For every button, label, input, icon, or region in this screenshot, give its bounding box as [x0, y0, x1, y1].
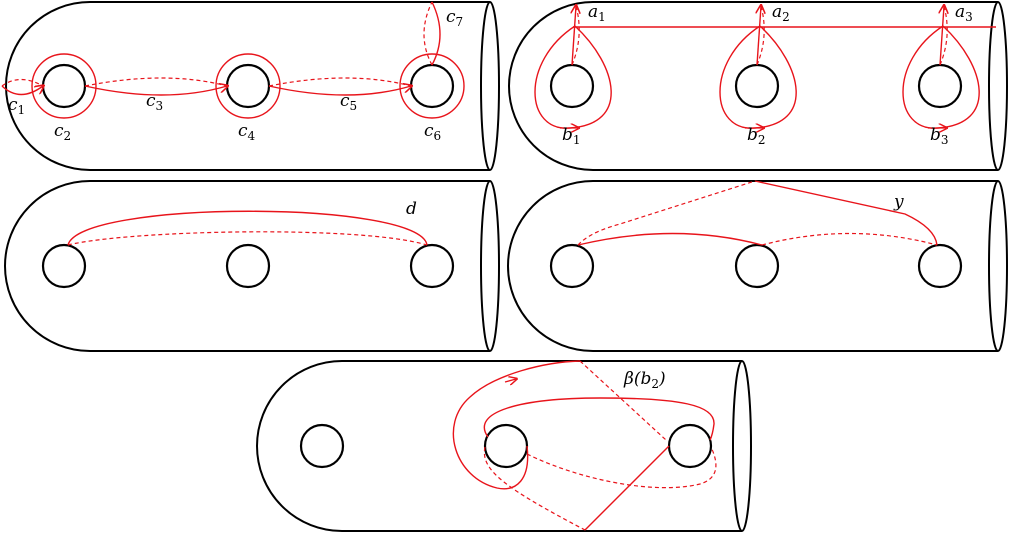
curve-beta-arrow	[504, 379, 516, 382]
curve-c7-solid	[431, 1, 441, 66]
panel-4-hole-1	[549, 243, 595, 289]
panel-1-outline	[5, 1, 490, 171]
curve-c2	[31, 53, 97, 119]
curve-beta-outer-loop	[452, 360, 581, 490]
label-b3: b3	[930, 125, 949, 147]
curve-c3-dashed	[84, 77, 228, 87]
label-c6: c6	[424, 121, 441, 143]
panel-5-boundary-ellipse	[732, 360, 752, 532]
label-beta-b2: β(b2)	[623, 369, 666, 391]
panel-1-hole-3	[409, 63, 455, 109]
label-d: d	[406, 199, 417, 219]
label-y: y	[893, 192, 904, 212]
curve-a2-dashed	[756, 5, 765, 66]
label-a2: a2	[772, 2, 790, 24]
panel-1-hole-2	[225, 63, 271, 109]
label-a3: a3	[955, 2, 973, 24]
label-c3: c3	[146, 91, 163, 113]
panel-4-surface: y	[507, 180, 1008, 352]
curve-c4	[215, 53, 281, 119]
panel-3-boundary-ellipse	[480, 180, 500, 352]
panel-3-outline	[4, 180, 490, 352]
panel-4-outline	[507, 180, 998, 352]
curve-c5-dashed	[268, 77, 412, 87]
panel-3-hole-2	[225, 243, 271, 289]
panel-1-surface: c1 c2 c3 c4 c5 c6 c7	[1, 1, 500, 171]
curve-beta-inner-loop	[483, 397, 715, 441]
label-c5: c5	[340, 91, 357, 113]
panel-2-boundary-ellipse	[988, 1, 1008, 171]
curve-c1-dashed	[1, 78, 44, 87]
curve-y-dashed-left	[577, 180, 756, 246]
curve-beta-diagonal-solid	[584, 445, 670, 531]
curve-c6	[399, 53, 465, 119]
label-c2: c2	[54, 121, 71, 143]
panel-1-boundary-ellipse	[480, 1, 500, 171]
panel-2-hole-2	[734, 63, 780, 109]
panel-4-boundary-ellipse	[988, 180, 1008, 352]
curve-c7-dashed	[423, 1, 433, 66]
curve-beta-dashed-bottom	[483, 446, 586, 531]
panel-5-outline	[256, 360, 742, 532]
panel-5-hole-1	[299, 423, 345, 469]
panel-3-hole-1	[41, 243, 87, 289]
panel-2-hole-3	[917, 63, 963, 109]
curve-beta-dashed-lower	[526, 446, 717, 489]
panel-5-hole-2	[483, 423, 529, 469]
curve-a1-dashed	[571, 5, 580, 66]
curve-beta-dashed-top	[579, 360, 667, 441]
panel-4-hole-3	[917, 243, 963, 289]
curve-y-solid-arc	[577, 232, 763, 246]
curve-c5-solid	[268, 86, 411, 96]
panel-2-surface: a1 a2 a3 b1 b2 b3	[508, 1, 1008, 171]
panel-4-hole-2	[734, 243, 780, 289]
label-a1: a1	[588, 2, 606, 24]
curve-a2-solid	[757, 6, 761, 66]
label-b2: b2	[747, 125, 766, 147]
curve-y-solid-right	[754, 180, 938, 246]
panel-2-outline	[508, 1, 998, 171]
curve-a3-dashed	[939, 5, 948, 66]
label-b1: b1	[562, 125, 581, 147]
curve-d-solid	[67, 210, 428, 246]
curve-d-dashed	[67, 231, 428, 246]
label-c7: c7	[446, 7, 463, 29]
panel-3-hole-3	[409, 243, 455, 289]
curve-c1-solid	[1, 86, 43, 96]
label-c4: c4	[238, 121, 256, 143]
panel-5-surface: β(b2)	[256, 360, 752, 532]
curve-y-dashed-arc	[761, 232, 938, 246]
panel-2-hole-1	[549, 63, 595, 109]
panel-3-surface: d	[4, 180, 500, 352]
curve-a3-solid	[940, 6, 944, 66]
panel-1-hole-1	[41, 63, 87, 109]
panel-5-hole-3	[667, 423, 713, 469]
curve-c3-solid	[84, 86, 227, 96]
curve-a1-solid	[572, 6, 576, 66]
label-c1: c1	[8, 95, 25, 117]
